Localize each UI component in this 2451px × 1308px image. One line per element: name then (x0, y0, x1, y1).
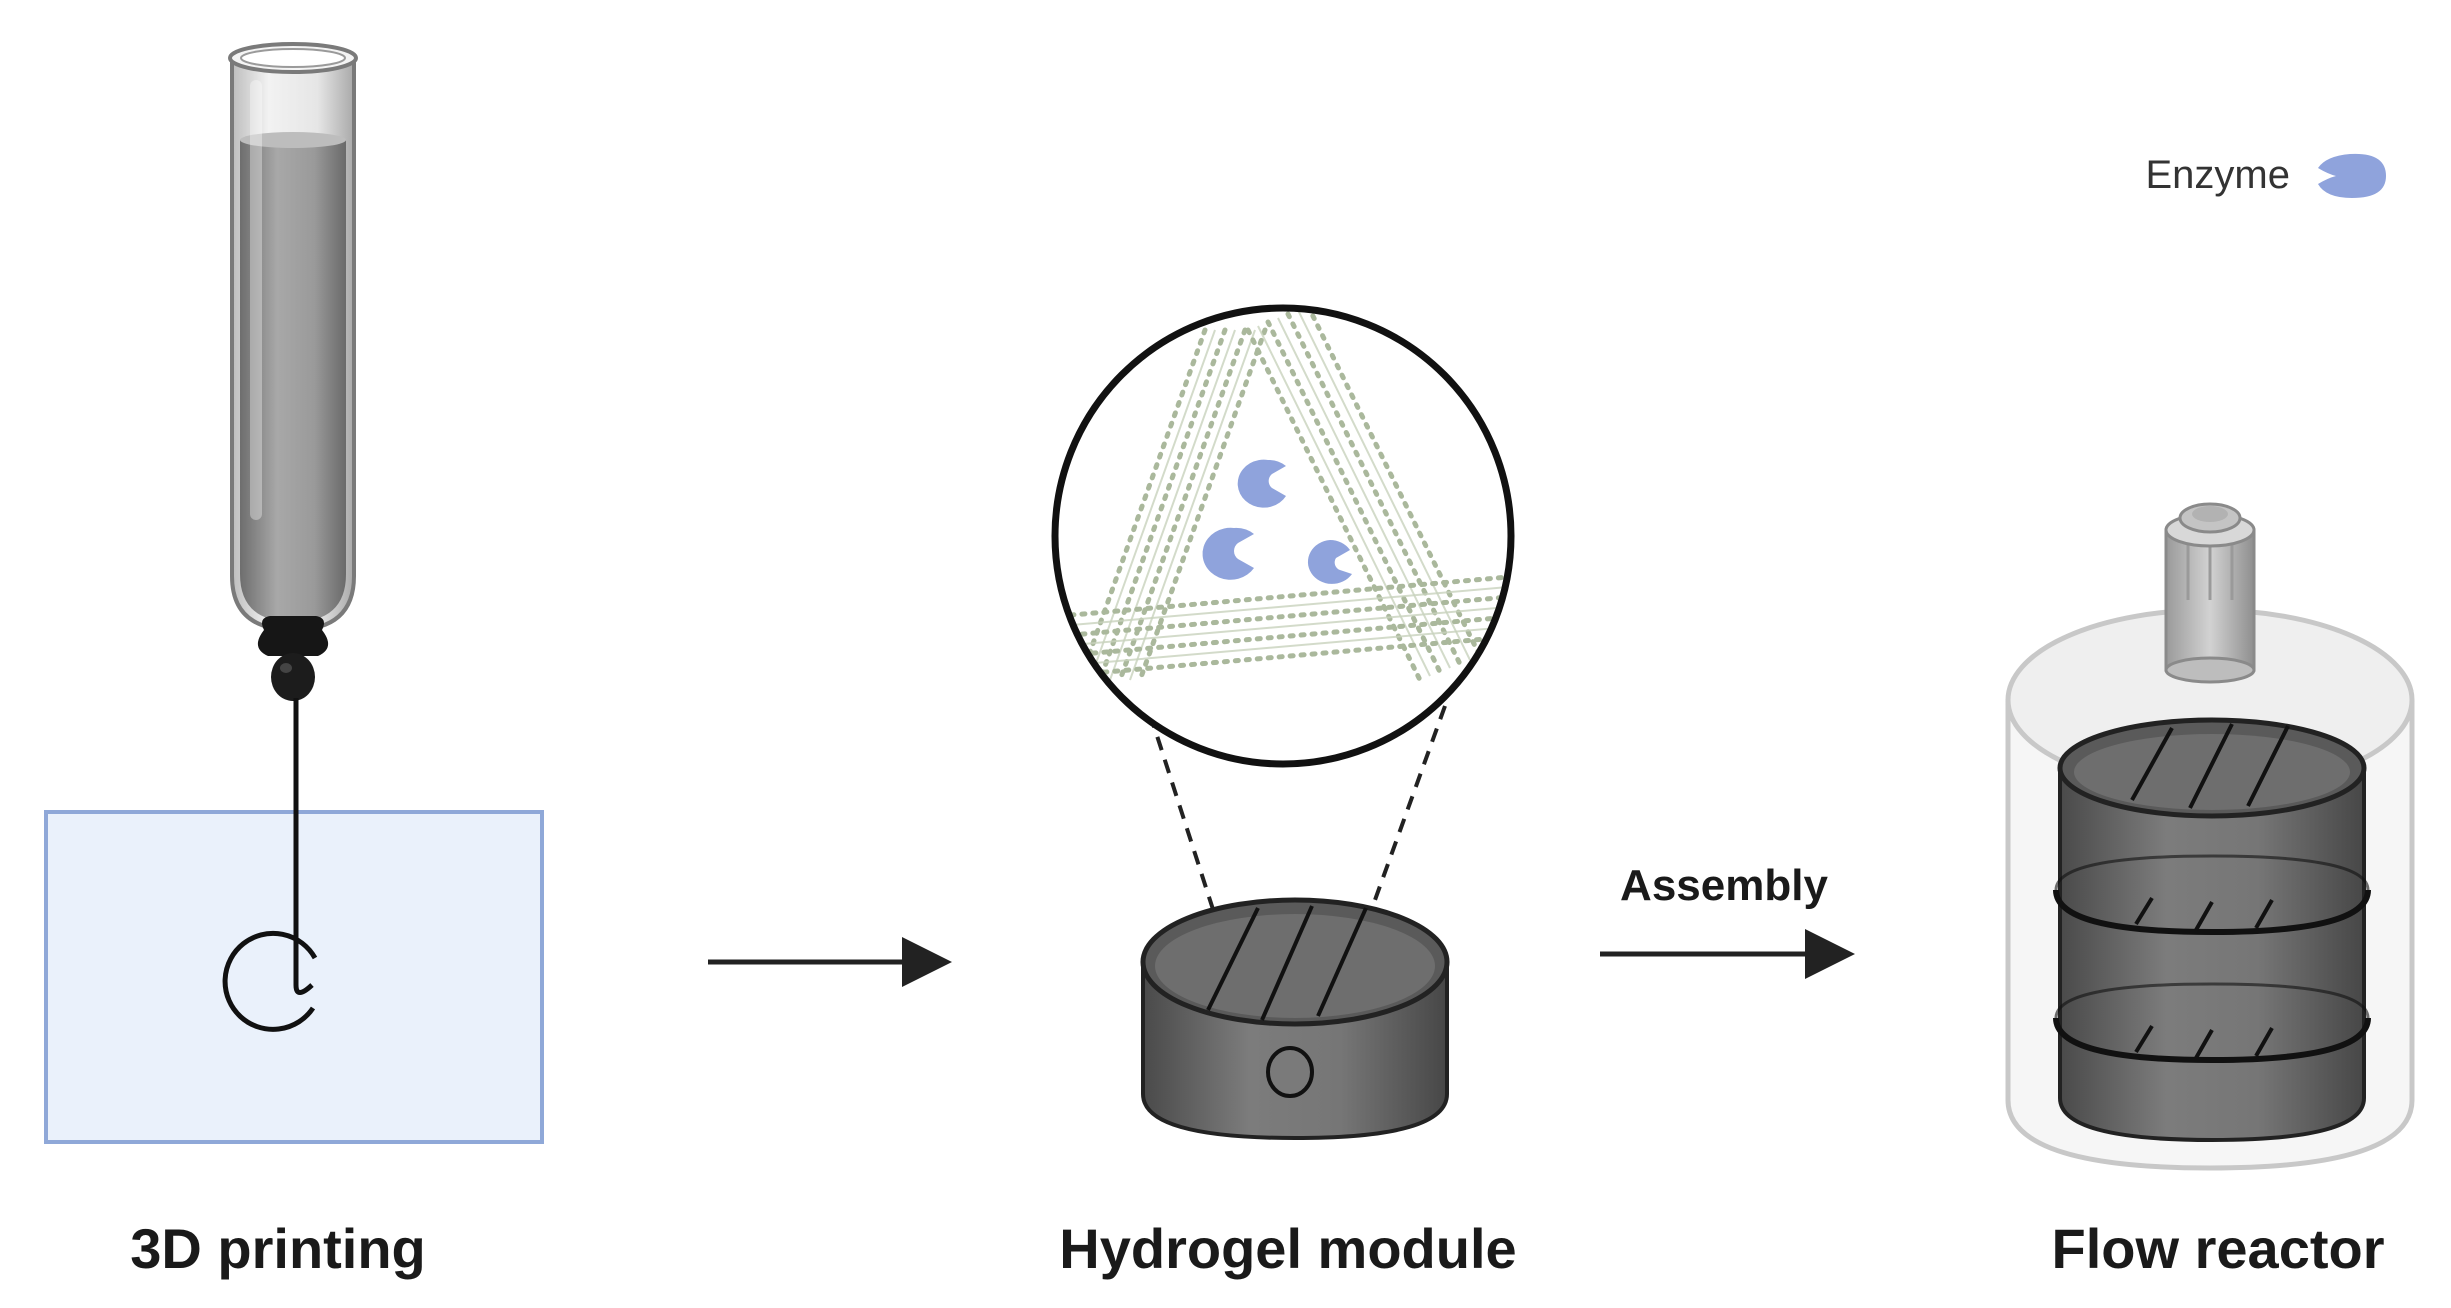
bio-ink (240, 140, 346, 622)
enzyme-icon (1307, 540, 1352, 584)
reactor-inlet (2164, 502, 2256, 684)
legend: Enzyme (2146, 153, 2386, 198)
printing-section: 3D printing (44, 42, 544, 1280)
printed-loop (222, 930, 318, 1032)
label-flow-reactor: Flow reactor (2052, 1217, 2385, 1280)
enzyme-icon (2318, 153, 2386, 198)
reactor-section: Flow reactor (2005, 502, 2415, 1280)
label-assembly: Assembly (1620, 861, 1828, 910)
printed-filament (293, 698, 314, 995)
legend-enzyme-label: Enzyme (2146, 153, 2291, 197)
label-3d-printing: 3D printing (130, 1217, 426, 1280)
module-section: Hydrogel module (1051, 304, 1517, 1280)
enzyme-icon (1237, 459, 1286, 508)
enzyme-icon (1202, 527, 1254, 580)
syringe-tube (228, 42, 358, 633)
stacked-modules (2053, 717, 2371, 1143)
hydrogel-module (1140, 897, 1450, 1141)
filament-network (1057, 308, 1511, 683)
zoom-magnifier (1051, 304, 1515, 768)
label-hydrogel-module: Hydrogel module (1059, 1217, 1516, 1280)
print-nozzle (257, 616, 329, 701)
